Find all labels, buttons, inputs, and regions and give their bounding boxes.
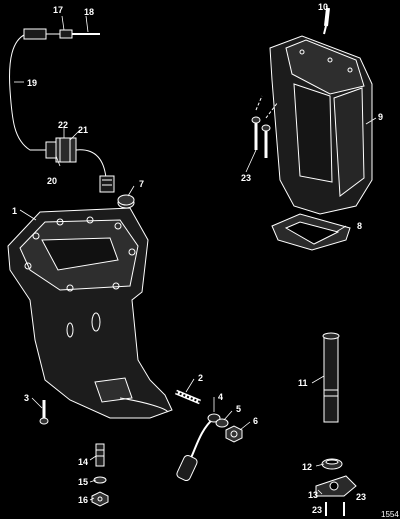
tube-bracket xyxy=(315,475,357,497)
ground-strap xyxy=(176,413,221,482)
screw-23-lower xyxy=(325,502,345,516)
callout-4: 4 xyxy=(218,392,224,402)
stud-part xyxy=(175,389,201,405)
sensor-cable-harness xyxy=(9,28,115,193)
callout-2: 2 xyxy=(198,373,204,383)
driveshaft-housing xyxy=(7,207,173,419)
callout-19: 19 xyxy=(27,78,38,88)
callout-5: 5 xyxy=(236,404,242,414)
leader-lines xyxy=(14,5,377,501)
sensor-part xyxy=(323,7,330,35)
callout-16: 16 xyxy=(78,495,89,505)
seal-gasket xyxy=(271,213,351,251)
callout-12: 12 xyxy=(302,462,313,472)
washer-14 xyxy=(93,476,107,484)
callout-11: 11 xyxy=(298,378,308,388)
adapter-plate xyxy=(269,35,373,215)
dowel-pin xyxy=(95,443,105,467)
callout-23-upper: 23 xyxy=(241,173,252,183)
callout-8: 8 xyxy=(357,221,363,231)
plug-part xyxy=(117,194,135,209)
callout-3: 3 xyxy=(24,393,30,403)
callout-21: 21 xyxy=(78,125,89,135)
screw-23-upper xyxy=(251,95,279,158)
nut-part xyxy=(225,425,243,443)
callout-20: 20 xyxy=(47,176,58,186)
screw-part xyxy=(39,400,49,425)
callout-18: 18 xyxy=(84,7,95,17)
callout-9: 9 xyxy=(378,112,384,122)
callout-23-lower-right: 23 xyxy=(356,492,367,502)
water-tube xyxy=(322,332,340,423)
figure-number: 1554 xyxy=(381,510,399,519)
callout-22: 22 xyxy=(58,120,69,130)
callout-7: 7 xyxy=(139,179,145,189)
callout-23-lower-left: 23 xyxy=(312,505,323,515)
callout-15: 15 xyxy=(78,477,89,487)
washer-part xyxy=(215,418,229,428)
callout-17: 17 xyxy=(53,5,64,15)
callout-1: 1 xyxy=(12,206,18,216)
callout-10: 10 xyxy=(318,2,329,12)
nut-16 xyxy=(91,491,109,507)
callout-6: 6 xyxy=(253,416,259,426)
callout-13: 13 xyxy=(308,490,319,500)
grommet-part xyxy=(321,458,343,470)
callout-14: 14 xyxy=(78,457,89,467)
